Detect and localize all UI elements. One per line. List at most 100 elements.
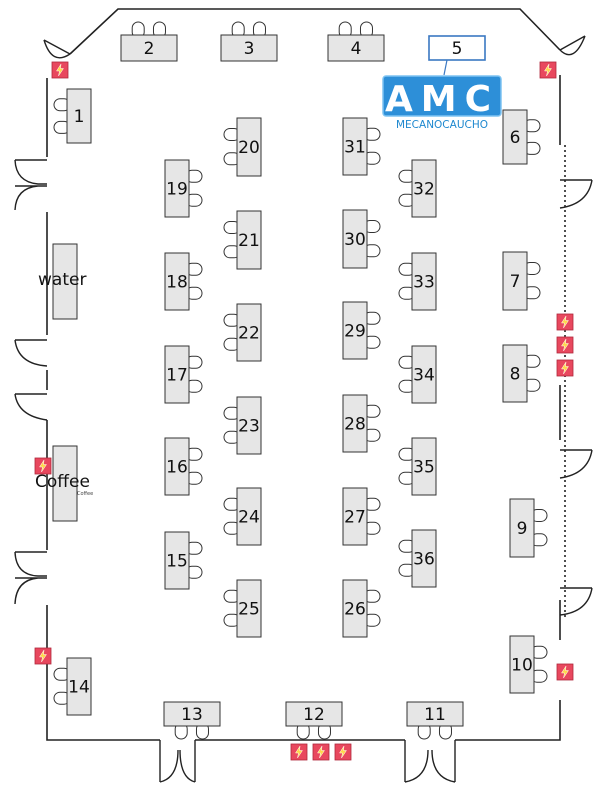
- lightning-icon: [334, 743, 352, 761]
- table-20[interactable]: 20: [236, 117, 262, 177]
- table-number: 2: [144, 39, 155, 59]
- table-surface: [342, 487, 368, 546]
- table-23[interactable]: 23: [236, 396, 262, 455]
- door-swing-icon: [14, 159, 47, 211]
- table-number: 23: [238, 417, 260, 437]
- table-28[interactable]: 28: [342, 394, 368, 453]
- table-surface: [406, 701, 464, 727]
- table-number: 29: [344, 322, 366, 342]
- table-number: 25: [238, 600, 260, 620]
- table-number: 33: [413, 273, 435, 293]
- table-number: 9: [517, 519, 528, 539]
- table-1[interactable]: 1: [66, 88, 92, 144]
- amc-logo-text: AMC: [385, 79, 499, 120]
- table-31[interactable]: 31: [342, 117, 368, 176]
- door-swing-icon: [14, 393, 48, 421]
- door-swing-icon: [559, 449, 593, 479]
- lightning-icon: [556, 663, 574, 681]
- table-30[interactable]: 30: [342, 209, 368, 269]
- water-station[interactable]: [52, 243, 78, 320]
- table-36[interactable]: 36: [411, 529, 437, 588]
- table-8[interactable]: 8: [502, 344, 528, 403]
- door-swing-icon: [159, 740, 196, 783]
- table-17[interactable]: 17: [164, 345, 190, 404]
- door-swing-icon: [559, 179, 593, 209]
- coffee-station[interactable]: [52, 445, 78, 522]
- table-18[interactable]: 18: [164, 252, 190, 311]
- door-swing-icon: [559, 35, 586, 56]
- table-number: 10: [511, 656, 533, 676]
- table-25[interactable]: 25: [236, 579, 262, 638]
- table-surface: [164, 159, 190, 218]
- table-6[interactable]: 6: [502, 109, 528, 165]
- table-5[interactable]: 5: [428, 35, 486, 61]
- table-35[interactable]: 35: [411, 437, 437, 496]
- table-number: 4: [351, 39, 362, 59]
- table-surface: [411, 345, 437, 404]
- table-number: 14: [68, 678, 90, 698]
- table-27[interactable]: 27: [342, 487, 368, 546]
- table-number: 7: [510, 272, 521, 292]
- table-9[interactable]: 9: [509, 498, 535, 558]
- table-number: 18: [166, 273, 188, 293]
- coffee-label: Coffee: [35, 472, 90, 492]
- table-surface: [220, 34, 278, 62]
- sponsor-logo: AMC MECANOCAUCHO: [382, 59, 502, 131]
- lightning-icon: [312, 743, 330, 761]
- table-32[interactable]: 32: [411, 159, 437, 218]
- table-26[interactable]: 26: [342, 579, 368, 638]
- table-21[interactable]: 21: [236, 210, 262, 270]
- table-33[interactable]: 33: [411, 252, 437, 311]
- table-surface: [236, 396, 262, 455]
- wall-top: [69, 8, 561, 55]
- table-10[interactable]: 10: [509, 635, 535, 694]
- lightning-icon: [539, 61, 557, 79]
- table-4[interactable]: 4: [327, 34, 385, 62]
- table-surface: [502, 251, 528, 311]
- lightning-icon: [556, 359, 574, 377]
- door-swing-icon: [43, 39, 71, 59]
- doors: [14, 35, 593, 783]
- table-19[interactable]: 19: [164, 159, 190, 218]
- table-number: 17: [166, 366, 188, 386]
- wall-left: [46, 78, 160, 741]
- table-number: 19: [166, 180, 188, 200]
- table-15[interactable]: 15: [164, 531, 190, 590]
- table-13[interactable]: 13: [163, 701, 221, 727]
- table-3[interactable]: 3: [220, 34, 278, 62]
- table-surface: [428, 35, 486, 61]
- coffee-sublabel: Coffee: [77, 491, 93, 497]
- table-number: 31: [344, 138, 366, 158]
- table-surface: [502, 344, 528, 403]
- table-number: 30: [344, 230, 366, 250]
- table-surface: [502, 109, 528, 165]
- table-16[interactable]: 16: [164, 437, 190, 496]
- table-2[interactable]: 2: [120, 34, 178, 62]
- table-surface: [509, 635, 535, 694]
- table-22[interactable]: 22: [236, 303, 262, 362]
- table-surface: [164, 531, 190, 590]
- table-number: 1: [74, 107, 85, 127]
- table-12[interactable]: 12: [285, 701, 343, 727]
- lightning-icon: [290, 743, 308, 761]
- table-24[interactable]: 24: [236, 487, 262, 546]
- table-number: 34: [413, 366, 435, 386]
- table-surface: [509, 498, 535, 558]
- table-number: 15: [166, 552, 188, 572]
- table-7[interactable]: 7: [502, 251, 528, 311]
- table-29[interactable]: 29: [342, 301, 368, 360]
- table-number: 16: [166, 458, 188, 478]
- table-surface: [164, 437, 190, 496]
- table-34[interactable]: 34: [411, 345, 437, 404]
- table-surface: [342, 579, 368, 638]
- lightning-icon: [51, 61, 69, 79]
- table-surface: [342, 117, 368, 176]
- table-surface: [411, 252, 437, 311]
- table-11[interactable]: 11: [406, 701, 464, 727]
- table-surface: [66, 657, 92, 716]
- chairs: [53, 21, 548, 740]
- table-surface: [342, 209, 368, 269]
- walls: [46, 8, 566, 741]
- table-number: 13: [181, 705, 203, 725]
- table-14[interactable]: 14: [66, 657, 92, 716]
